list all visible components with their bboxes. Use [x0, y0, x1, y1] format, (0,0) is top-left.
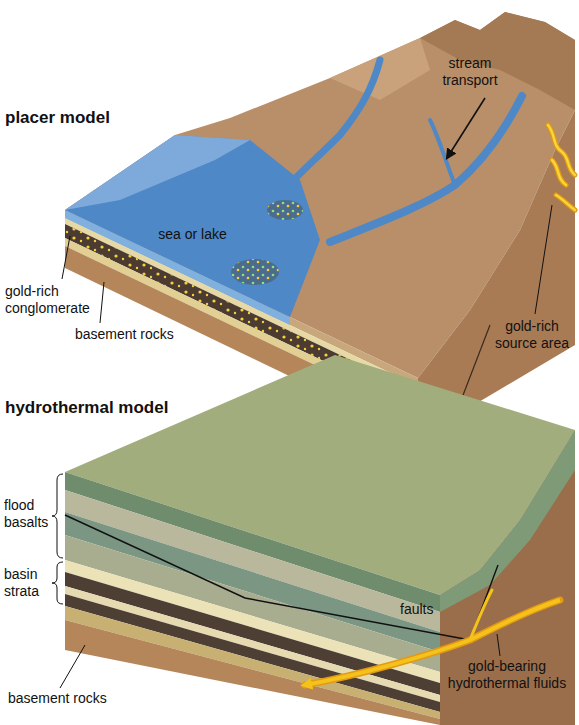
callout-label: sea or lake [145, 226, 240, 243]
basement-layer [65, 620, 440, 725]
section-heading: placer model [5, 108, 135, 128]
leader-line [100, 282, 104, 323]
bracket [52, 562, 63, 604]
bracket [52, 474, 63, 558]
section-heading: hydrothermal model [5, 398, 180, 418]
callout-label: faults [400, 601, 450, 618]
water-far [65, 135, 250, 210]
hill-basalt [440, 430, 575, 612]
leader-line [497, 634, 500, 656]
strata-layer [65, 606, 440, 719]
gold-fan-grains [267, 200, 303, 220]
callout-label: basin strata [4, 566, 52, 600]
callout-label: gold-rich source area [490, 318, 574, 352]
gold-vein [548, 125, 575, 210]
leader-line [60, 645, 85, 688]
callout-label: basement rocks [75, 326, 185, 343]
leader-line [535, 205, 552, 314]
transport-arrow [447, 98, 485, 158]
callout-label: flood basalts [4, 497, 52, 531]
gold-fan [231, 259, 279, 285]
callout-label: gold-rich conglomerate [5, 283, 105, 317]
callout-label: gold-bearing hydrothermal fluids [440, 658, 574, 692]
fault-line [65, 515, 498, 640]
fluid-branch [470, 590, 492, 640]
leader-line [62, 236, 70, 279]
gold-vein [548, 125, 575, 210]
gold-fan-grains [231, 259, 279, 285]
stream [330, 96, 522, 242]
callout-label: stream transport [430, 55, 510, 89]
mountain-ridge [420, 12, 575, 110]
gold-fan [267, 200, 303, 220]
callout-label: basement rocks [8, 690, 118, 707]
stream [292, 60, 380, 182]
hill-face [440, 430, 575, 725]
